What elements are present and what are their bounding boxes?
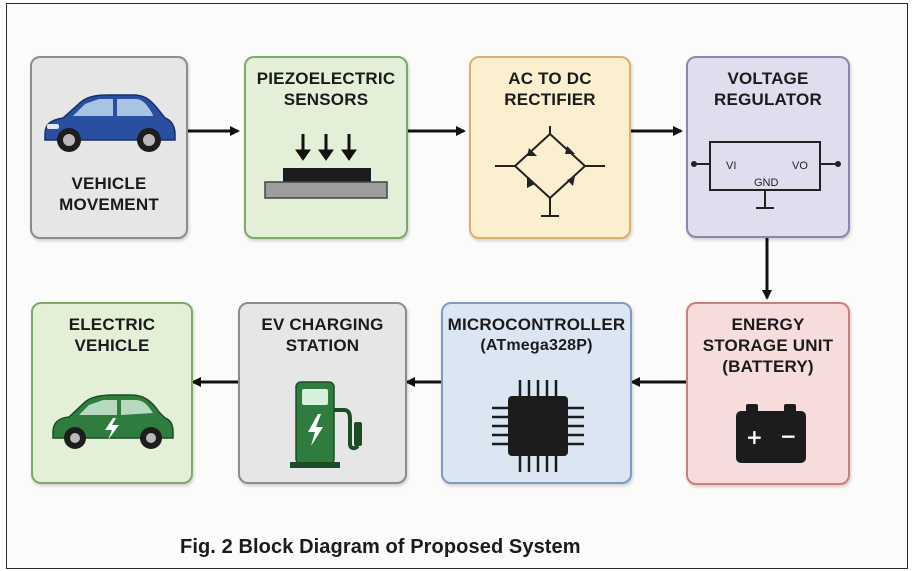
microchip-icon [492, 380, 584, 472]
vo-label: VO [792, 160, 808, 172]
battery-body: + − [736, 411, 806, 463]
green-ev-car-icon [52, 394, 174, 449]
label-line: VEHICLE [74, 336, 150, 355]
label-line: ELECTRIC [68, 315, 156, 334]
battery-terminal-left [746, 404, 758, 412]
block-label: VEHICLE MOVEMENT [32, 173, 186, 215]
label-line: SENSORS [283, 90, 369, 109]
block-label: ELECTRIC VEHICLE [33, 314, 191, 356]
block-label: EV CHARGING STATION [240, 314, 405, 356]
charging-station-icon [290, 381, 362, 468]
label-line: AC TO DC [508, 69, 592, 88]
block-label: ENERGY STORAGE UNIT (BATTERY) [688, 314, 848, 377]
block-ac-to-dc-rectifier: AC TO DC RECTIFIER [469, 56, 631, 239]
block-vehicle-movement: VEHICLE MOVEMENT [30, 56, 188, 239]
label-line: STATION [285, 336, 360, 355]
pressure-sensor-icon [264, 134, 388, 199]
block-piezoelectric-sensors: PIEZOELECTRIC SENSORS [244, 56, 408, 239]
label-line: VOLTAGE [727, 69, 809, 88]
battery-minus-sign: − [780, 424, 797, 448]
regulator-chip-icon: VI VO GND [691, 141, 841, 209]
block-ev-charging-station: EV CHARGING STATION [238, 302, 407, 484]
battery-plus-sign: + [746, 425, 763, 449]
block-electric-vehicle: ELECTRIC VEHICLE [31, 302, 193, 484]
block-energy-storage-unit: ENERGY STORAGE UNIT (BATTERY) + − [686, 302, 850, 485]
label-line: REGULATOR [714, 90, 822, 109]
label-line: EV CHARGING [261, 315, 384, 334]
battery-icon: + − [736, 404, 806, 466]
blue-car-icon [44, 94, 176, 152]
block-label: PIEZOELECTRIC SENSORS [246, 68, 406, 110]
label-line: MICROCONTROLLER [447, 315, 626, 334]
label-line: MOVEMENT [59, 195, 159, 214]
block-microcontroller: MICROCONTROLLER (ATmega328P) [441, 302, 632, 484]
figure-caption: Fig. 2 Block Diagram of Proposed System [180, 536, 581, 558]
block-label: AC TO DC RECTIFIER [471, 68, 629, 110]
battery-terminal-right [784, 404, 796, 412]
vi-label: VI [726, 160, 736, 172]
label-line: RECTIFIER [504, 90, 596, 109]
block-label: VOLTAGE REGULATOR [688, 68, 848, 110]
label-line: (BATTERY) [722, 357, 814, 376]
label-line: VEHICLE [71, 174, 147, 193]
label-line: STORAGE UNIT [702, 336, 834, 355]
label-line: (ATmega328P) [480, 337, 593, 354]
block-label: MICROCONTROLLER (ATmega328P) [443, 314, 630, 356]
label-line: ENERGY [731, 315, 805, 334]
label-line: PIEZOELECTRIC [256, 69, 396, 88]
block-voltage-regulator: VOLTAGE REGULATOR VI VO GND [686, 56, 850, 238]
gnd-label: GND [754, 177, 779, 189]
bridge-rectifier-icon [495, 126, 605, 217]
